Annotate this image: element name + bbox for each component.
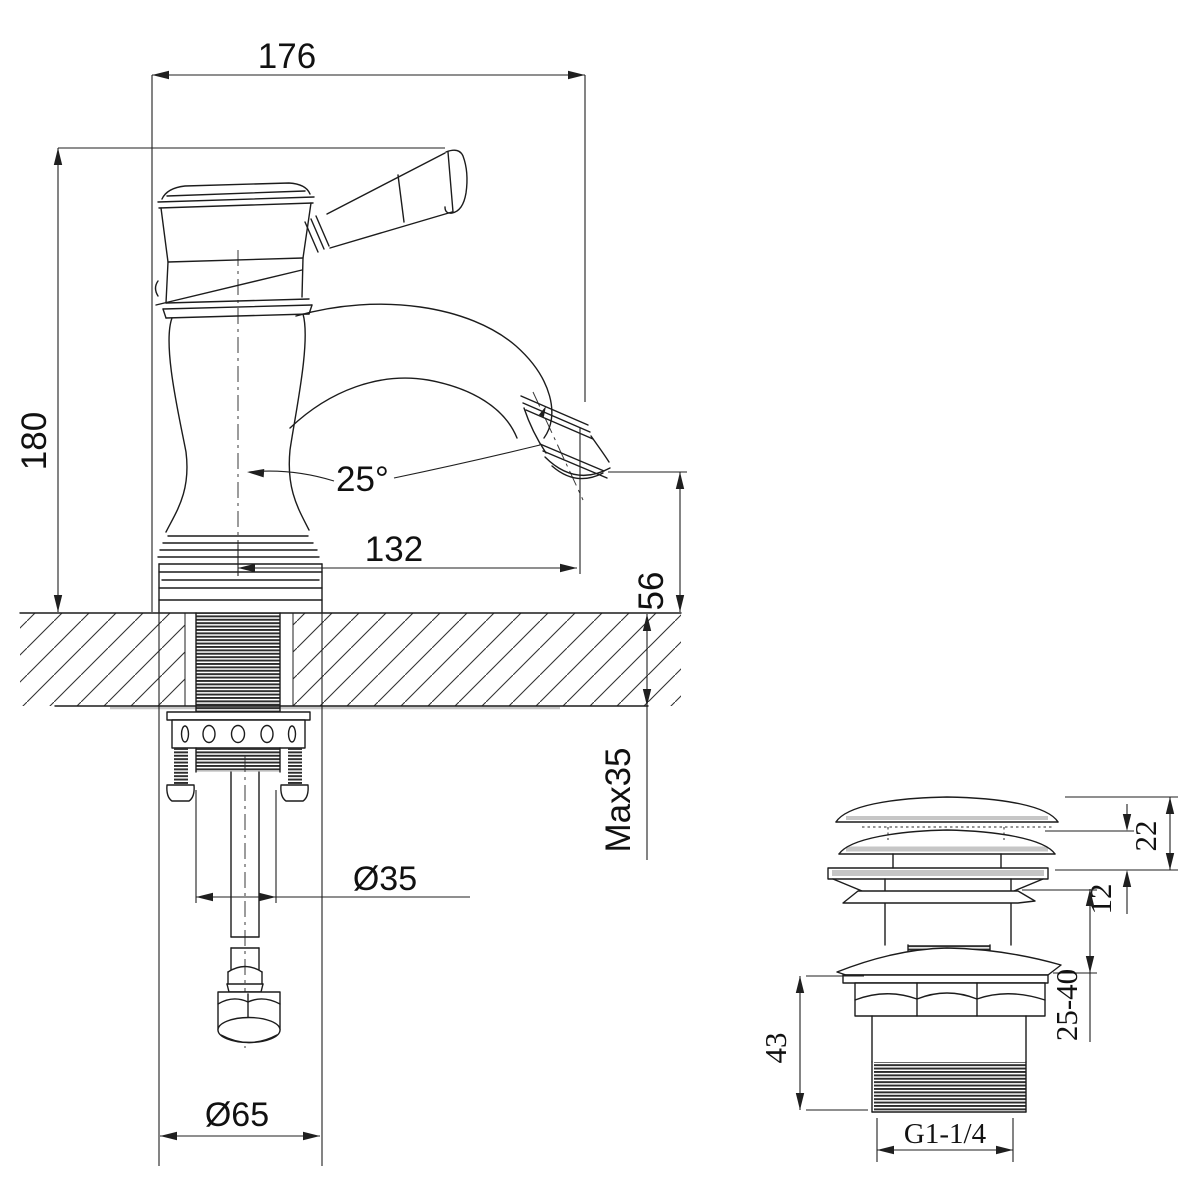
dimension-clamping-range: 25-40 [1022,889,1097,1042]
dimension-tail-length: 43 [758,975,868,1111]
mounting-hardware [166,711,311,1044]
dimension-overall-width: 176 [151,37,586,612]
spout-outlet-axis [532,391,584,501]
spout [289,303,611,480]
faucet-head [154,182,315,306]
dim-shank-diameter-label: Ø35 [353,860,417,898]
dim-overall-height-label: 180 [15,412,54,470]
dimension-max-thickness: Max35 [599,614,652,860]
dim-outlet-height-label: 56 [632,572,671,611]
dim-overall-width-label: 176 [258,37,316,76]
dimension-thread-size: G1-1/4 [876,1118,1014,1162]
neck-collar [162,298,313,319]
dim-base-diameter-label: Ø65 [205,1096,269,1134]
drain-cap-closed [838,829,1056,869]
mounting-shank [195,612,281,713]
dim-clamping-range-label: 25-40 [1049,969,1084,1041]
dimension-cap-lift: 22 [1055,796,1178,871]
drain-flange-body [827,867,1062,984]
faucet-body [157,313,323,613]
countertop-section [19,612,682,710]
dimension-spout-angle: 25° [246,444,541,499]
dimension-spout-reach: 132 [237,428,581,576]
dim-cap-lift-label: 22 [1128,821,1163,852]
drain-cap-raised [835,796,1059,840]
dim-max-thickness-label: Max35 [599,747,638,852]
dim-thread-size-label: G1-1/4 [904,1118,987,1150]
dimension-base-diameter: Ø65 [158,612,323,1166]
drain-valve-view: 22 12 25-40 43 [758,796,1178,1162]
main-faucet-view: 176 180 25° 132 56 [15,37,687,1166]
dimension-shank-diameter: Ø35 [195,790,470,903]
dim-tail-length-label: 43 [758,1033,793,1064]
faucet-handle [304,149,468,253]
dim-spout-reach-label: 132 [365,530,423,569]
dim-spout-angle-label: 25° [336,460,389,499]
dimension-outlet-height: 56 [608,471,687,612]
drain-tail [854,982,1046,1113]
dimension-overall-height: 180 [15,147,445,612]
